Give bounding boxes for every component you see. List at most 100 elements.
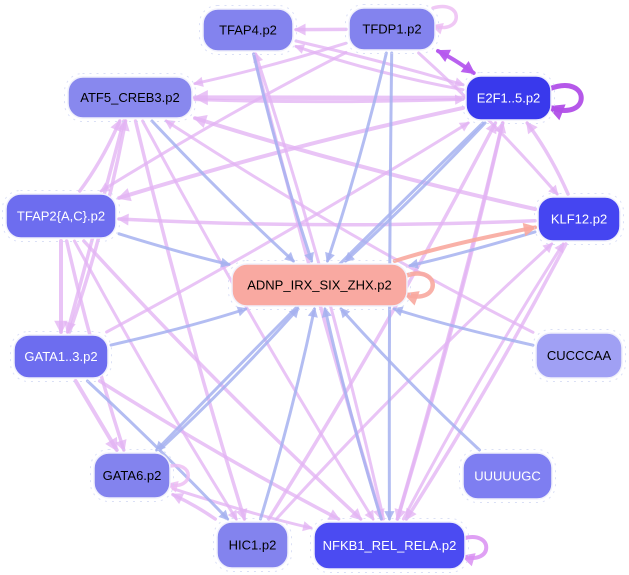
self-loop-E2F1-arrowhead xyxy=(547,104,566,121)
edge-HIC1-ADNP-arrowhead xyxy=(307,307,318,318)
node-box xyxy=(348,7,436,51)
edge-CUCCCAA-ATF5-arrowhead xyxy=(164,119,176,130)
self-loop-TFDP1 xyxy=(431,4,458,30)
edge-TFAP4-E2F1-arrowhead xyxy=(453,77,465,88)
node-label: TFAP4.p2 xyxy=(219,23,277,38)
node-label: GATA6.p2 xyxy=(103,468,162,483)
edge-TFDP1-NFKB1-arrowhead xyxy=(384,511,395,521)
node-GATA6[interactable]: GATA6.p2 xyxy=(90,449,174,502)
edge-GATA13-NFKB1-arrowhead xyxy=(327,509,341,520)
node-outline-ticks xyxy=(462,72,555,124)
edge-NFKB1-ADNP xyxy=(323,307,383,521)
edge-UUUUUGC-ADNP-arrowhead xyxy=(339,307,351,319)
node-box xyxy=(537,196,621,242)
edge-TFDP1-KLF12-arrowhead xyxy=(548,184,559,196)
node-ADNP[interactable]: ADNP_IRX_SIX_ZHX.p2 xyxy=(228,260,411,310)
edge-CUCCCAA-ADNP xyxy=(392,307,535,347)
edge-TFAP4-E2F1 xyxy=(294,39,465,87)
node-label: ADNP_IRX_SIX_ZHX.p2 xyxy=(247,278,392,293)
edge-GATA6-NFKB1 xyxy=(171,487,313,530)
node-label: CUCCCAA xyxy=(547,348,612,363)
node-box xyxy=(13,334,109,379)
edge-TFDP1-TFAP4-arrowhead xyxy=(294,23,306,36)
node-box xyxy=(231,263,408,307)
node-box xyxy=(93,452,171,499)
node-outline-ticks xyxy=(228,260,411,310)
edge-NFKB1-KLF12-arrowhead xyxy=(554,242,565,254)
edge-GATA13-ADNP-arrowhead xyxy=(236,306,248,317)
edge-ADNP-KLF12-arrowhead xyxy=(522,222,537,237)
edge-TFAP2-NFKB1-arrowhead xyxy=(349,508,363,521)
node-E2F1[interactable]: E2F1..5.p2 xyxy=(462,72,555,124)
edge-HIC1-ADNP xyxy=(258,307,316,521)
edge-E2F1-TFAP2 xyxy=(117,105,465,200)
node-box xyxy=(216,521,289,569)
edge-GATA13-E2F1-arrowhead xyxy=(458,121,470,132)
node-UUUUUGC[interactable]: UUUUUGC xyxy=(459,449,556,503)
edge-TFDP1-E2F1-arrowhead-back xyxy=(436,49,452,62)
edge-ADNP-KLF12 xyxy=(392,225,537,263)
edge-HIC1-KLF12-arrowhead xyxy=(542,242,554,254)
edges-layer xyxy=(54,4,584,567)
edge-GATA13-NFKB1 xyxy=(97,379,341,521)
edge-ATF5-ADNP xyxy=(150,119,295,263)
node-NFKB1[interactable]: NFKB1_REL_RELA.p2 xyxy=(310,518,469,573)
edge-GATA13-E2F1 xyxy=(105,121,470,334)
node-label: TFAP2{A,C}.p2 xyxy=(17,209,105,224)
edge-E2F1-GATA6-arrowhead xyxy=(155,440,166,452)
edge-CUCCCAA-ADNP-arrowhead xyxy=(392,306,404,317)
node-label: TFDP1.p2 xyxy=(362,22,421,37)
node-HIC1[interactable]: HIC1.p2 xyxy=(213,518,292,572)
node-CUCCCAA[interactable]: CUCCCAA xyxy=(532,329,626,382)
edge-ATF5-E2F1 xyxy=(193,97,465,104)
node-label: ATF5_CREB3.p2 xyxy=(80,90,179,105)
edge-TFDP1-TFAP2 xyxy=(99,50,348,193)
node-label: UUUUUGC xyxy=(474,469,540,484)
edge-NFKB1-KLF12 xyxy=(401,242,565,521)
node-box xyxy=(202,8,294,52)
node-outline-ticks xyxy=(459,449,556,503)
edge-GATA6-ADNP-arrowhead xyxy=(288,307,300,319)
edge-ATF5-NFKB1-arrowhead xyxy=(364,509,375,521)
node-label: GATA1..3.p2 xyxy=(24,349,97,364)
edge-TFAP2-ADNP-arrowhead xyxy=(220,257,231,268)
node-box xyxy=(313,521,466,570)
edge-GATA13-GATA6-arrowhead xyxy=(105,436,118,452)
node-TFAP2[interactable]: TFAP2{A,C}.p2 xyxy=(2,190,120,242)
edge-GATA6-NFKB1-arrowhead xyxy=(302,521,313,532)
edge-TFAP4-ADNP xyxy=(252,52,314,263)
node-TFDP1[interactable]: TFDP1.p2 xyxy=(345,4,439,54)
edge-GATA13-GATA6 xyxy=(73,379,119,452)
node-outline-ticks xyxy=(345,4,439,54)
edge-KLF12-ADNP xyxy=(408,230,537,268)
node-label: KLF12.p2 xyxy=(551,212,607,227)
node-TFAP4[interactable]: TFAP4.p2 xyxy=(199,5,297,55)
edge-TFDP1-ADNP-arrowhead xyxy=(325,251,335,263)
node-outline-ticks xyxy=(199,5,297,55)
node-outline-ticks xyxy=(213,518,292,572)
node-KLF12[interactable]: KLF12.p2 xyxy=(534,193,624,245)
edge-E2F1-TFAP4-arrowhead xyxy=(294,44,306,54)
edge-E2F1-ADNP-arrowhead xyxy=(344,251,355,263)
edge-E2F1-TFAP2-arrowhead xyxy=(117,188,132,202)
node-ATF5[interactable]: ATF5_CREB3.p2 xyxy=(64,73,196,122)
edge-E2F1-ADNP xyxy=(344,121,487,263)
edge-ATF5-GATA13-arrowhead xyxy=(64,321,76,334)
node-label: HIC1.p2 xyxy=(229,538,277,553)
edge-GATA13-ADNP xyxy=(109,307,248,347)
edge-TFAP2-ADNP xyxy=(117,232,231,266)
node-label: E2F1..5.p2 xyxy=(477,91,541,106)
node-box xyxy=(462,452,553,500)
edge-TFDP1-E2F1-arrowhead xyxy=(460,60,476,75)
node-box xyxy=(465,75,552,121)
node-GATA13[interactable]: GATA1..3.p2 xyxy=(10,331,112,382)
edge-TFDP1-ADNP xyxy=(325,51,388,263)
node-outline-ticks xyxy=(64,73,196,122)
edge-KLF12-NFKB1 xyxy=(404,242,568,521)
edge-KLF12-TFAP2-arrowhead xyxy=(117,213,129,226)
edge-HIC1-KLF12 xyxy=(274,242,554,521)
edge-TFAP4-ADNP-arrowhead xyxy=(304,251,314,263)
